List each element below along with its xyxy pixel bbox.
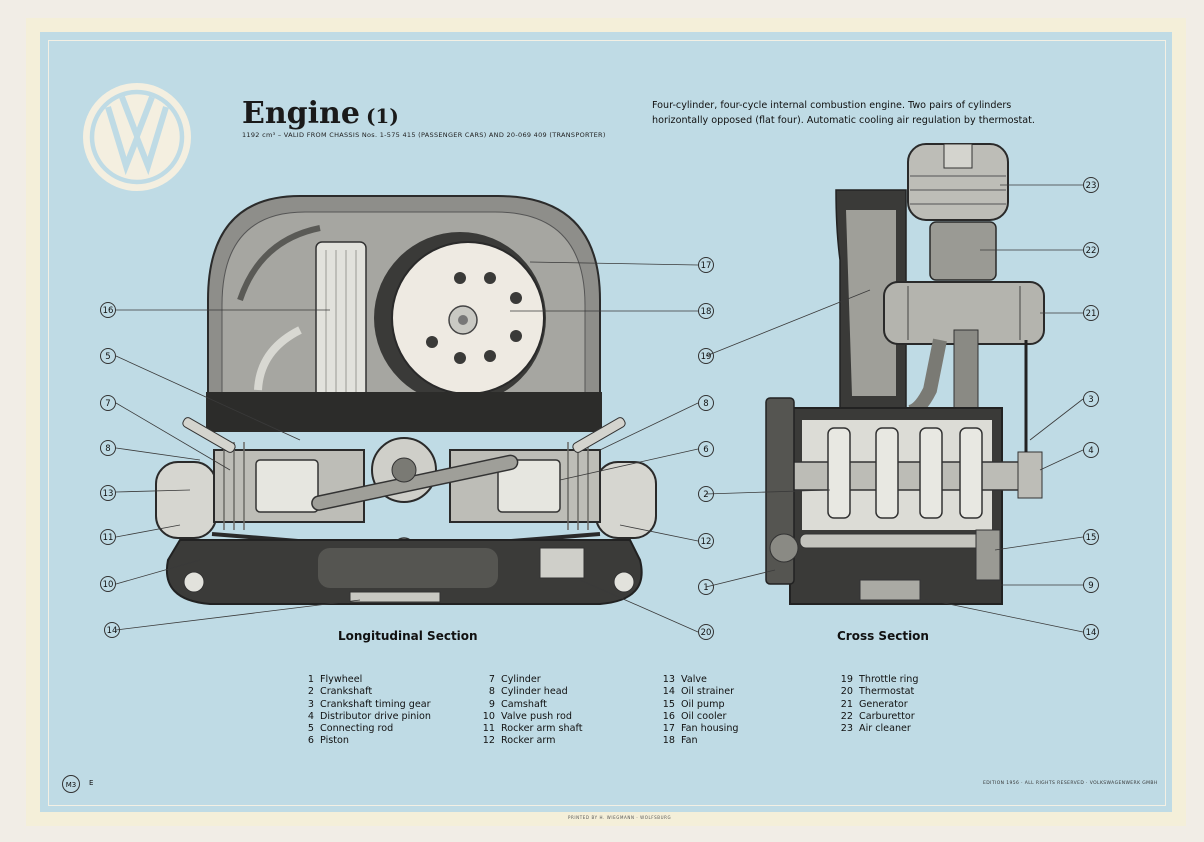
title-volume: (1) [365,104,399,128]
edition-note: EDITION 1956 · ALL RIGHTS RESERVED · VOL… [983,781,1158,786]
callout-5: 5 [100,348,116,364]
cross-section-label: Cross Section [837,629,929,643]
language-code: E [89,779,94,787]
callout-9: 9 [1083,577,1099,593]
title-text: Engine [242,96,360,131]
callout-6: 6 [698,441,714,457]
callout-21: 21 [1083,305,1099,321]
callout-17: 17 [698,257,714,273]
callout-7: 7 [100,395,116,411]
piston-left [255,459,319,513]
callout-1: 1 [698,579,714,595]
callout-2: 2 [698,486,714,502]
callout-8-left: 8 [100,440,116,456]
callout-18: 18 [698,303,714,319]
oil-pump [975,529,1001,581]
cylinder-head-left [155,461,217,539]
camshaft [799,533,991,549]
callout-23: 23 [1083,177,1099,193]
callout-4: 4 [1083,442,1099,458]
engine-description: Four-cylinder, four-cycle internal combu… [652,100,1035,126]
longitudinal-section-illustration [155,195,657,605]
sheet-badge: M3 [62,775,80,793]
callout-15: 15 [1083,529,1099,545]
callout-11: 11 [100,529,116,545]
oil-strainer [349,591,441,603]
callout-3: 3 [1083,391,1099,407]
callout-16: 16 [100,302,116,318]
longitudinal-section-label: Longitudinal Section [338,629,478,643]
printer-note: PRINTED BY H. WIEGMANN · WOLFSBURG [568,815,672,820]
callout-12: 12 [698,533,714,549]
callout-14-right: 14 [1083,624,1099,640]
carburettor [929,221,997,281]
vw-logo [83,83,191,191]
callout-13: 13 [100,485,116,501]
callout-19: 19 [698,348,714,364]
inner-frame [48,40,1166,806]
callout-20: 20 [698,624,714,640]
callout-8-right: 8 [698,395,714,411]
oil-cooler [315,241,367,419]
oil-strainer-cross [859,579,921,601]
page-subtitle: 1192 cm³ – VALID FROM CHASSIS Nos. 1-575… [242,131,606,139]
piston-right [497,459,561,513]
page-title: Engine(1) [242,96,399,134]
callout-22: 22 [1083,242,1099,258]
cross-section-illustration [765,143,1045,605]
callout-10: 10 [100,576,116,592]
callout-14-left: 14 [104,622,120,638]
leader-lines [115,184,1084,633]
